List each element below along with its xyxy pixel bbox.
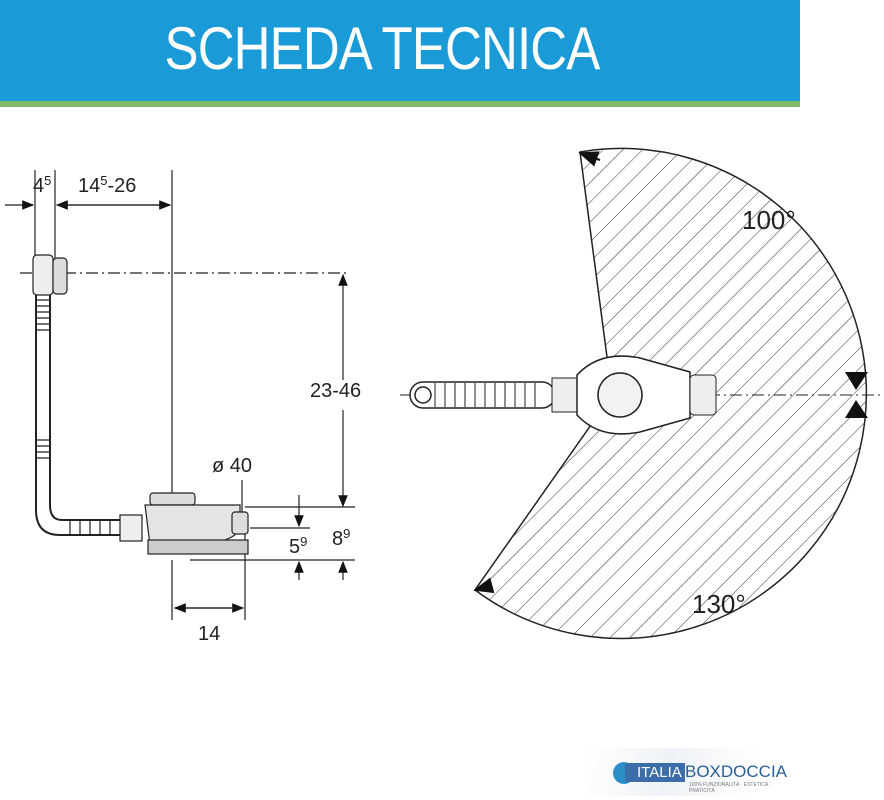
angle-130-label: 130°	[692, 589, 746, 619]
side-view-labels: 45 145-26 23-46 ø 40 59 89 14	[33, 173, 361, 645]
svg-text:59: 59	[289, 534, 307, 558]
top-view	[400, 147, 880, 640]
svg-text:89: 89	[332, 526, 350, 550]
logo-tagline: 100% FUNZIONALITÀ · ESTETICA · PRATICITÀ	[689, 782, 771, 794]
svg-text:145-26: 145-26	[78, 173, 136, 197]
page-title: SCHEDA TECNICA	[164, 15, 601, 82]
svg-text:ø 40: ø 40	[212, 455, 252, 477]
logo-boxdoccia: BOXDOCCIA	[685, 762, 788, 781]
svg-text:14: 14	[198, 623, 220, 645]
italiaboxdoccia-logo: ITALIA BOXDOCCIA 100% FUNZIONALITÀ · EST…	[585, 748, 795, 796]
header-banner: SCHEDA TECNICA	[0, 0, 800, 107]
svg-text:23-46: 23-46	[310, 380, 361, 402]
svg-text:45: 45	[33, 173, 51, 197]
technical-drawing: 45 145-26 23-46 ø 40 59 89 14 100° 130°	[5, 147, 880, 645]
side-view	[5, 170, 355, 620]
angle-100-label: 100°	[742, 205, 796, 235]
logo-italia: ITALIA	[625, 763, 685, 782]
